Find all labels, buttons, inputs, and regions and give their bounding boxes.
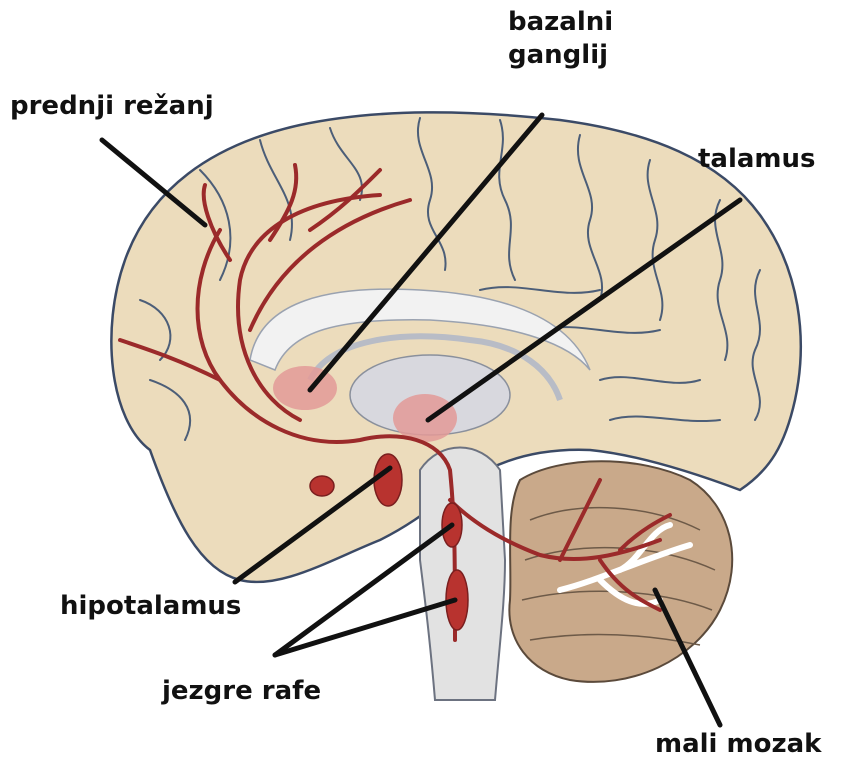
hypothalamus-nucleus: [374, 454, 402, 506]
label-thalamus: talamus: [698, 143, 816, 176]
label-basal-ganglia-line1: bazalni: [508, 6, 613, 39]
label-hypothalamus: hipotalamus: [60, 590, 241, 623]
label-cerebellum: mali mozak: [655, 728, 821, 761]
label-basal-ganglia-line2: ganglij: [508, 39, 613, 72]
thalamus-highlight: [393, 394, 457, 442]
label-basal-ganglia: bazalni ganglij: [508, 6, 613, 71]
label-frontal-lobe: prednji režanj: [10, 90, 214, 123]
label-raphe-nuclei: jezgre rafe: [162, 675, 321, 708]
mammillary-body: [310, 476, 334, 496]
